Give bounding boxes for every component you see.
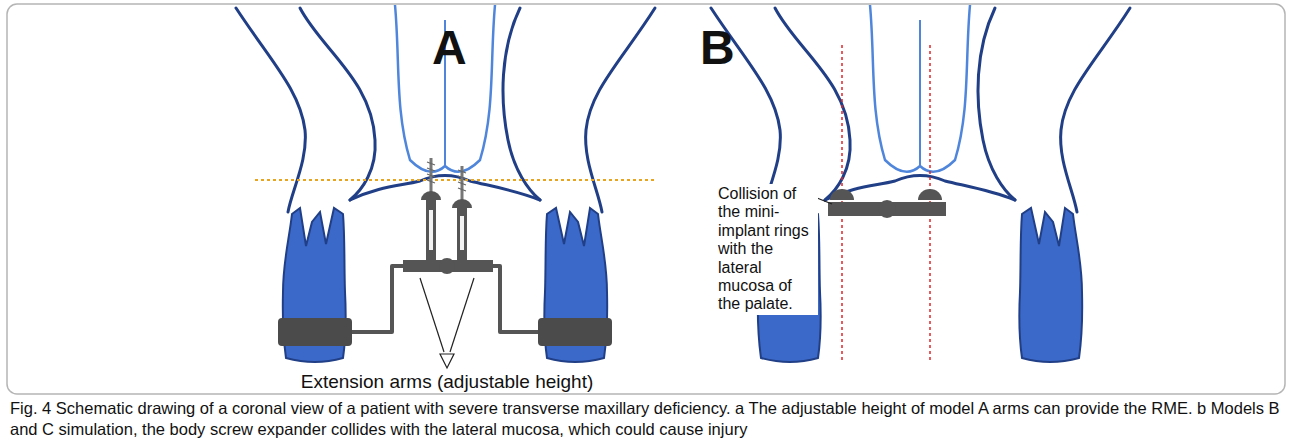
molar-tooth	[1019, 208, 1082, 362]
mini-implant-ring	[918, 189, 942, 200]
leader-line	[420, 278, 474, 368]
callout-label: Collision of the mini-implant rings with…	[716, 184, 818, 315]
panel-b-expander	[812, 45, 946, 360]
expander-arm	[352, 266, 538, 332]
panel-letter: A	[432, 20, 467, 75]
maxilla-outline	[711, 5, 1130, 212]
figure-caption: Fig. 4 Schematic drawing of a coronal vi…	[10, 398, 1282, 440]
reference-line	[255, 179, 655, 181]
molar-band	[278, 318, 352, 346]
mini-implant-ring	[830, 189, 854, 200]
mini-implant	[421, 158, 472, 264]
panel-b-illustration	[711, 5, 1130, 362]
panel-a-illustration	[236, 5, 655, 368]
expander-screw	[878, 200, 896, 218]
panel-letter: B	[700, 20, 735, 75]
figure-frame	[7, 4, 1285, 394]
callout-label: Extension arms (adjustable height)	[301, 371, 594, 393]
molar-band	[538, 318, 612, 346]
expander-screw	[439, 258, 455, 274]
maxilla-outline	[236, 5, 655, 212]
